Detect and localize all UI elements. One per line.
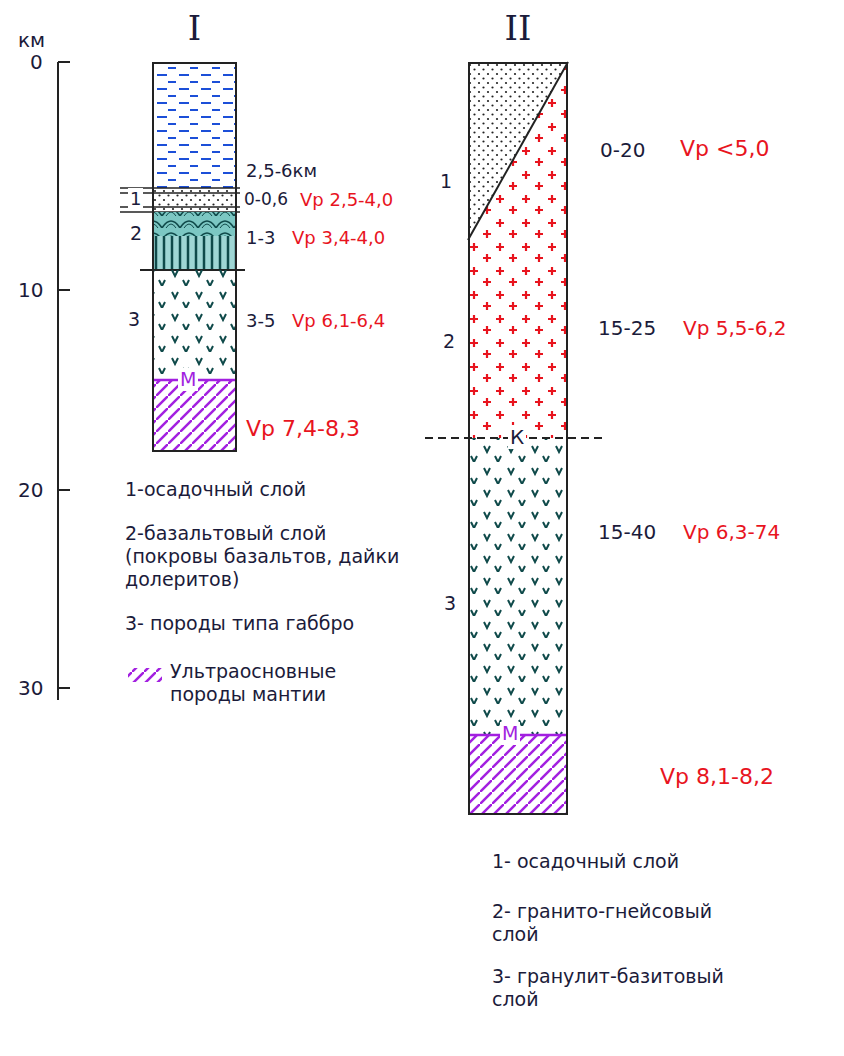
axis-tick: 20 [18,478,43,502]
velocity: Vp 7,4-8,3 [246,416,360,442]
layer-number: 2 [443,330,455,353]
axis-tick: 10 [18,278,43,302]
legend-text: Ультраосновные породы мантии [170,660,410,706]
velocity: Vp 2,5-4,0 [300,189,393,211]
thickness: 3-5 [246,310,275,332]
thickness: 15-40 [598,520,656,544]
column-heading: II [470,8,566,48]
layer-number: 1 [128,188,143,210]
legend-text: 2-базальтовый слой (покровы базальтов, д… [125,522,415,590]
layer-number: 1 [440,170,452,193]
thickness: 15-25 [598,316,656,340]
legend-text: 1-осадочный слой [125,478,306,501]
thickness: 1-3 [246,227,275,249]
column-heading: I [154,8,235,48]
velocity: Vp <5,0 [680,136,769,162]
velocity: Vp 6,1-6,4 [292,310,385,332]
legend-text: 1- осадочный слой [492,850,679,873]
layer-number: 2 [128,222,144,245]
crust-column: I [152,62,237,452]
velocity: Vp 6,3-74 [683,520,780,544]
legend-text: 3- породы типа габбро [125,612,354,635]
velocity: Vp 3,4-4,0 [292,227,385,249]
axis-tick: 30 [18,676,43,700]
conrad-label: К [508,425,526,449]
thickness: 0-0,6 [244,189,288,209]
legend-text: 3- гранулит-базитовый слой [492,965,742,1011]
moho-label: М [178,368,198,391]
velocity: Vp 8,1-8,2 [660,764,774,790]
thickness: 0-20 [600,138,645,162]
axis-tick: 0 [30,50,43,74]
thickness: 2,5-6км [246,160,317,182]
legend-text: 2- гранито-гнейсовый слой [492,900,742,946]
moho-label: М [500,722,520,745]
velocity: Vp 5,5-6,2 [683,316,787,340]
axis-unit: км [18,28,45,52]
layer-number: 3 [444,592,456,615]
layer-number: 3 [128,308,140,331]
